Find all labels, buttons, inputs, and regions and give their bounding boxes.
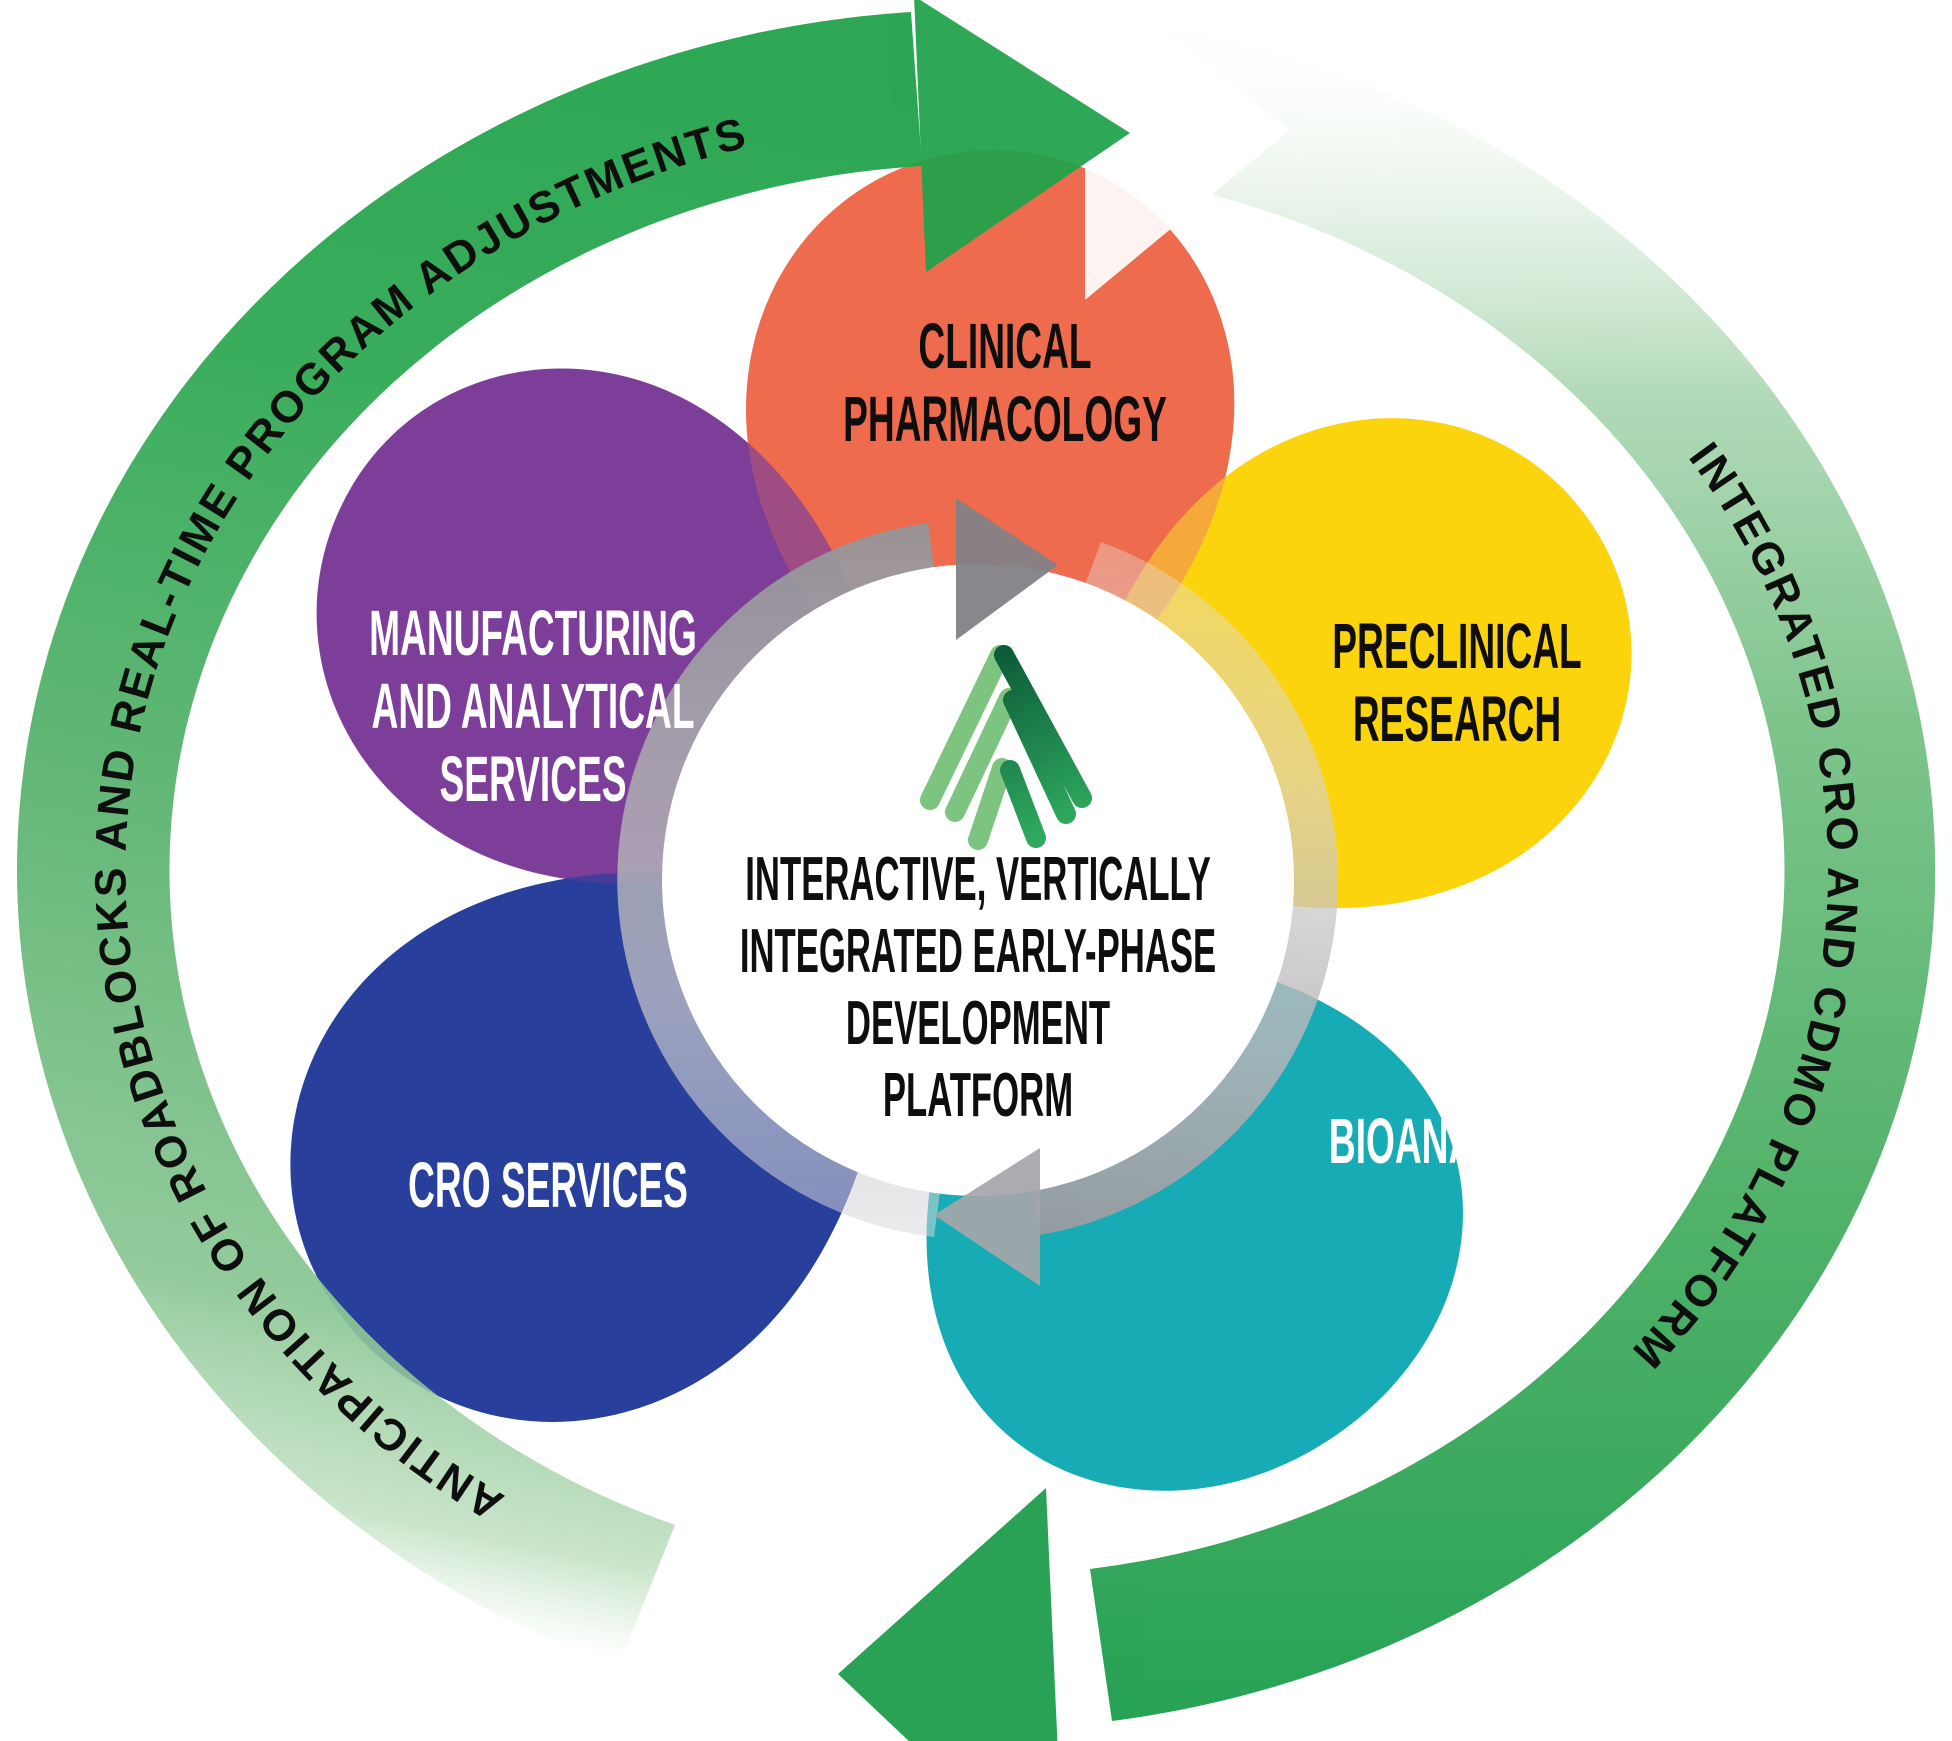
outer-arrowhead-top-icon	[914, 0, 1130, 272]
label-preclinical-research-2: RESEARCH	[1353, 685, 1561, 756]
outer-cycle-arrows	[16, 0, 1936, 1741]
label-bioanalysis: BIOANALYSIS	[1329, 1107, 1579, 1178]
logo-light-stripes	[920, 645, 1019, 850]
arc-notch	[1085, 0, 1290, 300]
outer-arc-left	[16, 12, 923, 1667]
center-text-line-1: INTERACTIVE, VERTICALLY	[745, 844, 1210, 913]
label-cro-services: CRO SERVICES	[408, 1151, 688, 1222]
label-manufacturing-3: SERVICES	[440, 745, 627, 816]
ring-arrowhead-bottom-icon	[934, 1148, 1040, 1286]
center-circle	[662, 564, 1294, 1196]
center-text-line-4: PLATFORM	[883, 1060, 1073, 1129]
center-platform-text: INTERACTIVE, VERTICALLY INTEGRATED EARLY…	[740, 844, 1216, 1129]
ring-arc-right	[1033, 542, 1339, 1235]
ring-arc-left	[617, 523, 940, 1237]
outer-arrowhead-bottom-icon	[838, 1488, 1058, 1741]
ring-arrowhead-top-icon	[956, 498, 1058, 640]
center-text-line-3: DEVELOPMENT	[846, 988, 1110, 1057]
inner-cycle-ring	[617, 523, 1339, 1237]
petal-labels: CLINICAL PHARMACOLOGY PRECLINICAL RESEAR…	[369, 312, 1582, 1222]
label-clinical-pharmacology-2: PHARMACOLOGY	[843, 385, 1167, 456]
label-manufacturing-2: AND ANALYTICAL	[372, 672, 695, 743]
outer-arc-right	[1090, 19, 1936, 1721]
center-text-line-2: INTEGRATED EARLY-PHASE	[740, 916, 1216, 985]
label-preclinical-research-1: PRECLINICAL	[1332, 612, 1581, 683]
company-logo-a-icon	[920, 645, 1092, 850]
logo-dark-stripes	[994, 645, 1092, 848]
label-clinical-pharmacology-1: CLINICAL	[918, 312, 1091, 383]
label-manufacturing-1: MANUFACTURING	[369, 599, 697, 670]
